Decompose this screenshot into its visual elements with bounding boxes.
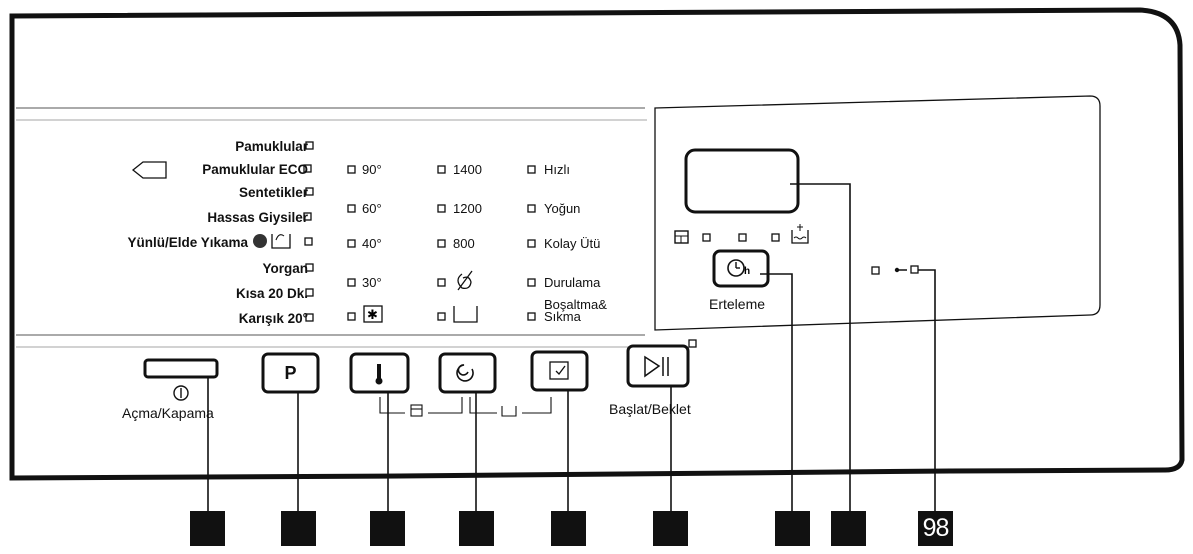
option-label-bosaltma: Boşaltma& bbox=[544, 297, 607, 312]
combination-brackets bbox=[379, 397, 552, 417]
option-button-shape bbox=[530, 350, 589, 392]
temp-label-90: 90° bbox=[362, 162, 382, 177]
delay-button[interactable] bbox=[714, 251, 768, 286]
callout-markers bbox=[190, 511, 950, 546]
programme-label-pamuklular-eco: Pamuklular ECO bbox=[202, 162, 308, 177]
svg-text:✱: ✱ bbox=[367, 308, 378, 323]
callout-lines bbox=[207, 183, 936, 512]
panel-outline bbox=[9, 7, 1185, 481]
display-screen bbox=[684, 148, 800, 214]
handwash-icon bbox=[271, 234, 291, 249]
callout-number: 98 bbox=[918, 511, 953, 546]
programme-label-sentetikler: Sentetikler bbox=[238, 185, 308, 200]
thermometer-icon bbox=[375, 364, 383, 385]
temperature-indicators bbox=[347, 165, 356, 321]
spin-label-1200: 1200 bbox=[453, 201, 482, 216]
option-indicators bbox=[527, 165, 536, 321]
start-pause-label: Başlat/Beklet bbox=[609, 401, 691, 417]
option-label-kolay-utu: Kolay Ütü bbox=[544, 236, 601, 251]
start-pause-button[interactable] bbox=[628, 346, 688, 386]
delay-clock-icon: h bbox=[727, 259, 750, 277]
programme-label-pamuklular: Pamuklular bbox=[235, 139, 308, 154]
spin-label-800: 800 bbox=[453, 236, 475, 251]
option-check-icon bbox=[549, 361, 569, 380]
option-label-yogun: Yoğun bbox=[544, 201, 581, 216]
spin-button[interactable] bbox=[440, 354, 495, 392]
svg-text:h: h bbox=[744, 266, 750, 277]
programme-label-karisik: Karışık 20° bbox=[238, 311, 308, 326]
power-button[interactable] bbox=[145, 360, 217, 377]
programme-label-yunlu: Yünlü/Elde Yıkama bbox=[127, 235, 248, 250]
option-button[interactable] bbox=[532, 352, 587, 390]
program-button[interactable]: P bbox=[263, 354, 318, 392]
temperature-button[interactable] bbox=[351, 354, 408, 392]
spin-label-1400: 1400 bbox=[453, 162, 482, 177]
no-spin-icon bbox=[457, 270, 473, 291]
drain-tub-icon bbox=[453, 306, 478, 323]
program-button-letter: P bbox=[284, 362, 297, 383]
programme-label-yorgan: Yorgan bbox=[262, 261, 308, 276]
option-label-hizli: Hızlı bbox=[544, 162, 570, 177]
temp-label-60: 60° bbox=[362, 201, 382, 216]
play-pause-icon bbox=[644, 355, 669, 378]
option-label-durulama: Durulama bbox=[544, 275, 601, 290]
power-icon bbox=[173, 385, 189, 401]
delay-button-shape bbox=[712, 249, 770, 288]
program-button-shape bbox=[261, 352, 320, 394]
display-indicators bbox=[674, 224, 809, 244]
programme-indicators bbox=[303, 141, 314, 322]
power-button-shape bbox=[143, 358, 219, 379]
programme-label-hassas: Hassas Giysiler bbox=[207, 210, 308, 225]
temp-label-30: 30° bbox=[362, 275, 382, 290]
power-button-label: Açma/Kapama bbox=[122, 405, 214, 421]
child-lock-key-icon bbox=[894, 267, 907, 273]
display-area bbox=[654, 95, 1101, 331]
temp-label-40: 40° bbox=[362, 236, 382, 251]
programme-label-kisa: Kısa 20 Dk. bbox=[235, 286, 308, 301]
option-label-sikma: Sıkma bbox=[544, 309, 581, 324]
eco-tag-icon bbox=[131, 161, 167, 179]
spin-icon bbox=[456, 364, 474, 382]
cold-snowflake-icon: ✱ bbox=[363, 305, 383, 323]
wool-icon bbox=[253, 234, 267, 248]
start-indicator bbox=[688, 339, 697, 348]
spin-indicators bbox=[437, 165, 446, 321]
delay-button-label: Erteleme bbox=[709, 296, 766, 312]
